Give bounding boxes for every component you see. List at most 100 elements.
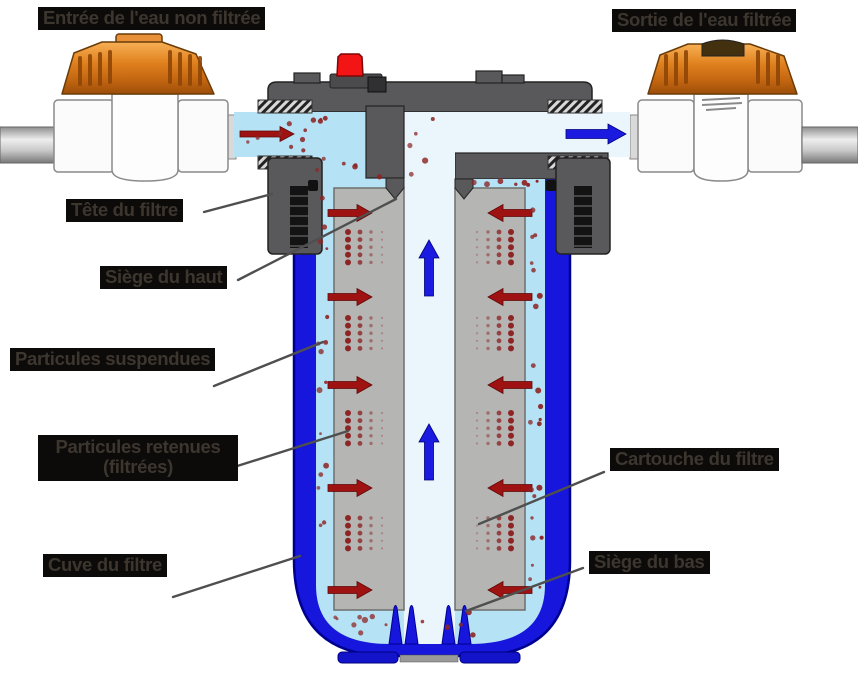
inlet-valve-body [111, 93, 179, 182]
retained-particle-dot [345, 259, 351, 266]
suspended-particle-dot [321, 156, 326, 161]
retained-particle-dot [369, 546, 373, 551]
retained-particle-dot [475, 411, 479, 415]
retained-particle-dot [496, 433, 502, 439]
retained-particle-dot [357, 237, 363, 243]
suspended-particle-dot [376, 174, 383, 180]
retained-particle-dot [357, 523, 363, 528]
retained-particle-dot [357, 252, 363, 258]
retained-particle-dot [345, 522, 351, 529]
retained-particle-dot [380, 532, 384, 535]
central-filtered-tube [404, 112, 455, 644]
retained-particle-dot [369, 426, 373, 430]
retained-particle-dot [508, 425, 514, 432]
retained-particle-dot [357, 315, 363, 321]
outlet-valve-body [693, 93, 749, 182]
suspended-particle-dot [322, 115, 328, 121]
retained-particle-dot [380, 524, 384, 527]
label-cartridge: Cartouche du filtre [610, 448, 779, 472]
retained-particle-dot [496, 338, 502, 344]
suspended-particle-dot [286, 121, 292, 127]
head-bump-right2 [501, 74, 525, 84]
suspended-particle-dot [536, 292, 543, 299]
retained-particle-dot [486, 331, 490, 335]
retained-particle-dot [486, 546, 490, 551]
suspended-particle-dot [321, 224, 328, 230]
suspended-particle-dot [319, 195, 325, 201]
suspended-particle-dot [533, 303, 539, 310]
head-fitting-box [367, 76, 387, 93]
retained-particle-dot [475, 253, 479, 256]
retained-particle-dot [486, 418, 490, 423]
retained-particle-dot [380, 253, 384, 256]
retained-particle-dot [508, 417, 514, 424]
retained-particle-dot [380, 332, 384, 335]
inward-flow-arrow-left [327, 478, 373, 498]
retained-particle-dot [345, 545, 351, 552]
retained-particle-dot [357, 538, 363, 544]
suspended-particle-dot [514, 182, 518, 186]
retained-particle-dot [345, 432, 351, 439]
retained-particle-dot [508, 315, 514, 321]
retained-particle-dot [475, 524, 479, 527]
retained-particle-dot [475, 339, 479, 342]
retained-particle-dot [496, 441, 502, 446]
o-ring-left [308, 180, 318, 191]
retained-particle-dot [496, 237, 502, 243]
suspended-particle-dot [538, 417, 542, 422]
retained-particle-dot [380, 316, 384, 320]
retained-particle-dot [357, 515, 363, 521]
head-bump-right [475, 70, 503, 84]
retained-particle-dot [369, 316, 373, 320]
retained-particle-dot [475, 324, 479, 327]
bottom-seat-spike-1 [388, 605, 403, 645]
suspended-particle-dot [315, 168, 320, 172]
suspended-particle-dot [316, 486, 321, 490]
label-suspended-particles: Particules suspendues [10, 348, 216, 372]
suspended-particle-dot [278, 130, 283, 134]
suspended-particle-dot [538, 403, 544, 410]
label-retained-line1: Particules retenues [55, 436, 221, 457]
suspended-particle-dot [325, 247, 329, 251]
retained-particle-dot [508, 236, 514, 243]
retained-particle-dot [357, 346, 363, 351]
retained-particle-dot [496, 546, 502, 551]
suspended-particle-dot [358, 630, 364, 636]
outlet-valve-nut-right [747, 99, 803, 173]
label-retained-particles: Particules retenues (filtrées) [38, 435, 238, 481]
suspended-particle-dot [318, 523, 323, 528]
retained-particle-dot [486, 346, 490, 351]
suspended-particle-dot [310, 117, 317, 123]
suspended-particle-dot [530, 363, 536, 368]
suspended-particle-dot [323, 340, 329, 345]
retained-particle-dot [357, 323, 363, 328]
retained-particle-dot [380, 261, 384, 264]
retained-particle-dot [345, 530, 351, 537]
label-outlet: Sortie de l'eau filtrée [612, 9, 797, 33]
retained-particle-dot [380, 339, 384, 342]
leader-line [202, 192, 274, 214]
suspended-particle-dot [532, 494, 537, 499]
retained-particle-dot [496, 346, 502, 351]
suspended-particle-dot [530, 516, 534, 520]
suspended-particle-dot [384, 623, 388, 627]
retained-particle-dot [357, 441, 363, 446]
suspended-particle-dot [289, 144, 294, 149]
outlet-valve-nut-left [637, 99, 695, 173]
retained-particle-dot [369, 331, 373, 335]
retained-particle-dot [475, 539, 479, 542]
retained-particle-dot [369, 323, 373, 328]
retained-particle-dot [486, 426, 490, 430]
suspended-particle-dot [351, 622, 357, 628]
retained-particle-dot [496, 252, 502, 258]
retained-particle-dot [496, 323, 502, 328]
retained-particle-dot [369, 346, 373, 351]
retained-particle-dot [486, 441, 490, 446]
retained-particle-dot [508, 432, 514, 439]
retained-particle-dot [380, 246, 384, 249]
label-top-seat: Siège du haut [100, 266, 228, 290]
retained-particle-dot [475, 532, 479, 535]
suspended-particle-dot [536, 421, 542, 427]
vessel-bottom-shadow [399, 654, 459, 663]
